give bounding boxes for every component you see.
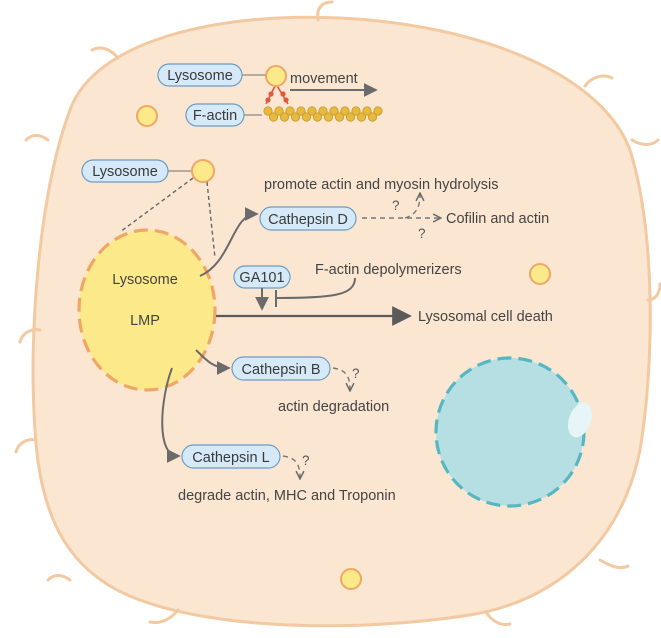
pill-cathepsin-l: [181, 444, 281, 469]
cell-protrusions: [14, 0, 661, 626]
pill-factin-label: F-actin: [193, 108, 237, 124]
actin-bead: [301, 112, 312, 122]
question-b: ?: [352, 366, 360, 381]
pill-cathepsin-b: [231, 356, 331, 381]
arrow-to-cathepsin-b: [195, 349, 231, 375]
lysosome-dot-mid: [191, 159, 215, 183]
dashed-b: [332, 367, 350, 390]
dashed-l: [282, 455, 300, 478]
question-d-2: ?: [418, 226, 426, 241]
actin-bead: [274, 106, 284, 116]
legend-group: Lysosome F-actin movement: [157, 63, 383, 127]
movement-label: movement: [290, 71, 358, 87]
nucleus: [434, 356, 593, 508]
lysosome-lmp: [77, 228, 217, 392]
actin-linker: [265, 83, 289, 105]
lmp-label: LMP: [130, 313, 160, 329]
actin-bead: [340, 106, 350, 116]
cofilin-label: Cofilin and actin: [446, 211, 549, 227]
promote-label: promote actin and myosin hydrolysis: [264, 177, 499, 193]
actin-bead: [329, 106, 339, 116]
actin-bead: [323, 112, 334, 122]
pill-lysosome-top: [157, 63, 243, 87]
actin-bead: [307, 106, 317, 116]
zoom-line-right: [206, 181, 216, 259]
actin-filament: [263, 106, 383, 122]
degrade-label: degrade actin, MHC and Troponin: [178, 488, 396, 504]
pill-cathepsin-l-label: Cathepsin L: [192, 450, 269, 466]
pill-cathepsin-d-label: Cathepsin D: [268, 212, 348, 228]
pill-ga101-label: GA101: [239, 270, 284, 286]
actin-bead: [345, 112, 356, 122]
pill-cathepsin-b-text: Cathepsin B: [242, 362, 321, 378]
actin-bead: [362, 106, 372, 116]
cell-death-label: Lysosomal cell death: [418, 309, 553, 325]
dashed-up: [404, 194, 420, 219]
pill-lysosome-mid-label: Lysosome: [92, 164, 158, 180]
zoom-line-left: [119, 177, 194, 233]
lysosome-dot-2: [529, 263, 551, 285]
actin-bead: [268, 112, 279, 122]
actin-bead: [279, 112, 290, 122]
lysosome-dot-3: [340, 568, 362, 590]
nucleus-highlight: [567, 402, 593, 438]
actin-bead: [351, 106, 361, 116]
inhibit-line: [275, 277, 356, 299]
question-d-1: ?: [392, 198, 400, 213]
arrow-to-cathepsin-d: [199, 207, 259, 277]
pill-cathepsin-d: [259, 206, 357, 231]
actin-bead: [285, 106, 295, 116]
actin-bead: [263, 106, 273, 116]
arrow-to-cathepsin-l: [161, 367, 181, 463]
actin-bead: [318, 106, 328, 116]
pill-factin: [185, 103, 245, 127]
actin-bead: [373, 106, 383, 116]
lysosome-body-label: Lysosome: [112, 272, 178, 288]
question-l: ?: [302, 453, 310, 468]
actin-bead: [334, 112, 345, 122]
actin-bead: [296, 106, 306, 116]
lysosome-dot-1: [136, 105, 158, 127]
actin-bead: [312, 112, 323, 122]
legend-lysosome: [265, 65, 287, 87]
actin-degradation-label: actin degradation: [278, 399, 389, 415]
pill-lysosome-top-label: Lysosome: [167, 68, 233, 84]
actin-bead: [290, 112, 301, 122]
depolymerizers-label: F-actin depolymerizers: [315, 262, 462, 278]
actin-bead: [367, 112, 378, 122]
actin-bead: [356, 112, 367, 122]
